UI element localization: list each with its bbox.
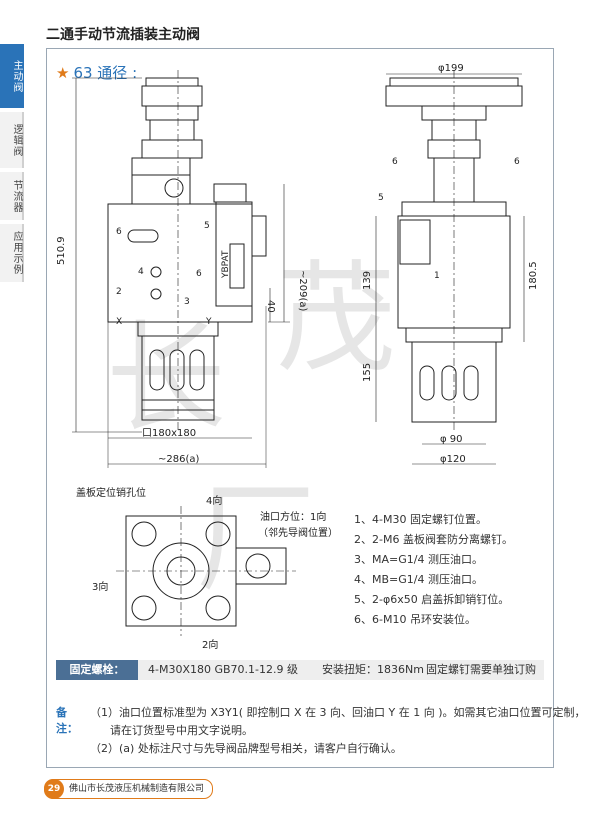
remark-line: （1）油口位置标准型为 X3Y1( 即控制口 X 在 3 向、回油口 Y 在 1… xyxy=(90,706,586,719)
brand-text: YBPAT xyxy=(221,250,231,279)
callout-4: 4 xyxy=(138,267,144,277)
label-oil-port: 油口方位：1向 xyxy=(260,510,326,523)
dim-square: 口180x180 xyxy=(142,428,196,439)
callout-6b: 6 xyxy=(196,269,202,279)
callout-2: 2 xyxy=(116,287,122,297)
page-number: 29 xyxy=(44,779,64,799)
label-dir-2: 2向 xyxy=(202,638,218,650)
spec-bolt: 4-M30X180 GB70.1-12.9 级 xyxy=(148,663,299,676)
callout-6: 6 xyxy=(116,227,122,237)
label-oil-port-note: （邻先导阀位置） xyxy=(258,526,338,539)
section-title-text: 63 通径 : xyxy=(73,64,138,82)
note-item: 3、MA=G1/4 测压油口。 xyxy=(354,553,483,566)
section-title: ★63 通径 : xyxy=(56,62,137,83)
page-title: 二通手动节流插装主动阀 xyxy=(46,27,200,43)
callout-3: 3 xyxy=(184,297,190,307)
remarks-label: 备注： xyxy=(56,706,78,735)
port-y: Y xyxy=(205,317,212,327)
callout-side-6b: 6 xyxy=(514,157,520,167)
dim-height-total: 510.9 xyxy=(56,236,67,265)
remark-line: 请在订货型号中用文字说明。 xyxy=(110,724,253,737)
dim-40: 40 xyxy=(265,300,276,313)
label-dir-4: 4向 xyxy=(206,494,222,507)
dim-155: 155 xyxy=(362,363,373,382)
spec-order: 固定螺钉需要单独订购 xyxy=(426,663,536,676)
note-item: 1、4-M30 固定螺钉位置。 xyxy=(354,513,487,526)
front-view xyxy=(72,70,290,468)
spec-label: 固定螺栓： xyxy=(56,660,138,680)
sidebar-tab-examples[interactable]: 应用示例 xyxy=(0,224,24,282)
dim-phi120: φ120 xyxy=(440,454,466,465)
company-name: 佛山市长茂液压机械制造有限公司 xyxy=(69,784,205,794)
label-pin-position: 盖板定位销孔位 xyxy=(76,486,146,499)
sidebar-tab-logic-valve[interactable]: 逻辑阀 xyxy=(0,112,24,168)
sidebar-tab-throttle[interactable]: 节流器 xyxy=(0,172,24,220)
label-dir-3: 3向 xyxy=(92,580,108,593)
spec-torque: 安装扭矩：1836Nm xyxy=(322,663,424,676)
callout-side-5: 5 xyxy=(378,193,384,203)
sidebar-tab-main-valve[interactable]: 主动阀 xyxy=(0,44,24,108)
star-icon: ★ xyxy=(56,64,70,82)
dim-width: ~286(a) xyxy=(158,454,199,465)
dim-180-5: 180.5 xyxy=(528,261,539,290)
watermark: 茂 xyxy=(276,250,396,389)
content-frame xyxy=(46,48,554,768)
note-item: 5、2-φ6x50 启盖拆卸销钉位。 xyxy=(354,593,510,606)
remark-line: （2）(a) 处标注尺寸与先导阀品牌型号相关，请客户自行确认。 xyxy=(90,742,402,755)
callout-5: 5 xyxy=(204,221,210,231)
callout-side-1: 1 xyxy=(434,271,440,281)
dim-phi199: φ199 xyxy=(438,63,464,74)
watermark: 长 xyxy=(106,310,226,449)
watermark: 厂 xyxy=(196,470,316,609)
top-view xyxy=(116,506,296,636)
sidebar: 主动阀 逻辑阀 节流器 应用示例 xyxy=(0,44,24,286)
side-view xyxy=(375,70,525,465)
dim-pilot-height: ~209(a) xyxy=(297,270,308,311)
port-x: X xyxy=(116,317,122,327)
callout-side-6: 6 xyxy=(392,157,398,167)
technical-drawing: 长 茂 厂 xyxy=(56,63,539,650)
dim-phi90: φ 90 xyxy=(440,434,463,445)
note-item: 4、MB=G1/4 测压油口。 xyxy=(354,573,483,586)
notes-list: 1、4-M30 固定螺钉位置。 2、2-M6 盖板阀套防分离螺钉。 3、MA=G… xyxy=(354,510,513,630)
note-item: 6、6-M10 吊环安装位。 xyxy=(354,613,476,626)
note-item: 2、2-M6 盖板阀套防分离螺钉。 xyxy=(354,533,513,546)
footer: 29 佛山市长茂液压机械制造有限公司 xyxy=(44,779,214,799)
spec-bar: 固定螺栓： 4-M30X180 GB70.1-12.9 级 安装扭矩：1836N… xyxy=(56,660,544,680)
dim-139: 139 xyxy=(362,271,373,290)
